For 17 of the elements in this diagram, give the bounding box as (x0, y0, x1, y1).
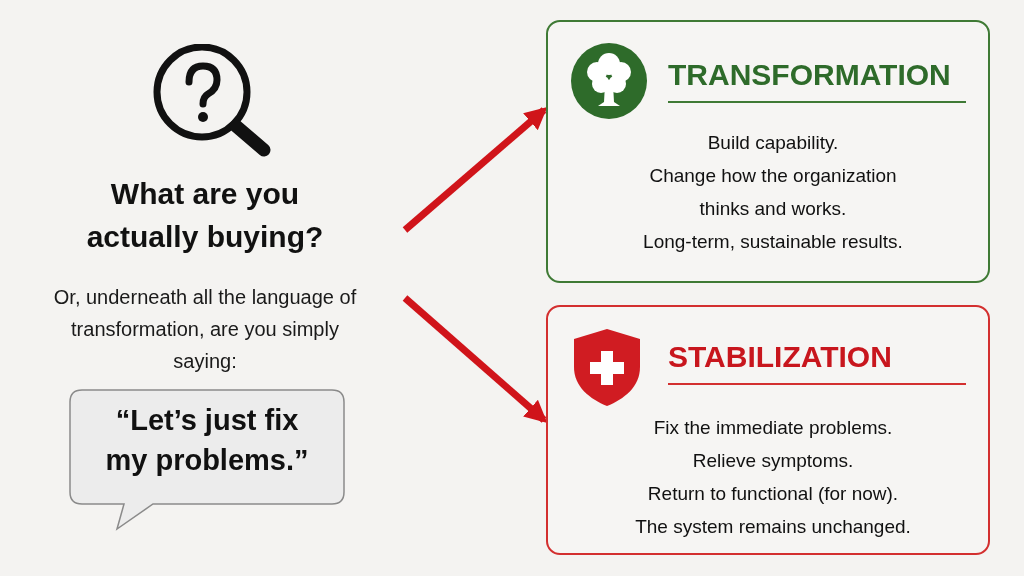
card-text: Build capability. (707, 131, 839, 155)
card-text: Long-term, sustainable results. (643, 230, 903, 254)
card-heading: STABILIZATION (668, 337, 966, 385)
card-text: The system remains unchanged. (635, 515, 911, 539)
card-text: Fix the immediate problems. (653, 416, 893, 440)
arrow (402, 295, 548, 423)
card-text: Relieve symptoms. (692, 449, 854, 473)
question-text: Or, underneath all the language of transformation, are you simply saying: (52, 285, 358, 374)
card-heading: TRANSFORMATION (668, 55, 966, 103)
arrow (402, 107, 548, 233)
info-card (546, 305, 990, 555)
question-heading: What are you actually buying? (85, 176, 325, 255)
card-text: Change how the organization thinks and works. (648, 164, 898, 221)
quote-text: “Let’s just fix my problems.” (104, 403, 310, 478)
speech-bubble (68, 388, 346, 533)
card-text: Return to functional (for now). (647, 482, 899, 506)
info-card (546, 20, 990, 283)
